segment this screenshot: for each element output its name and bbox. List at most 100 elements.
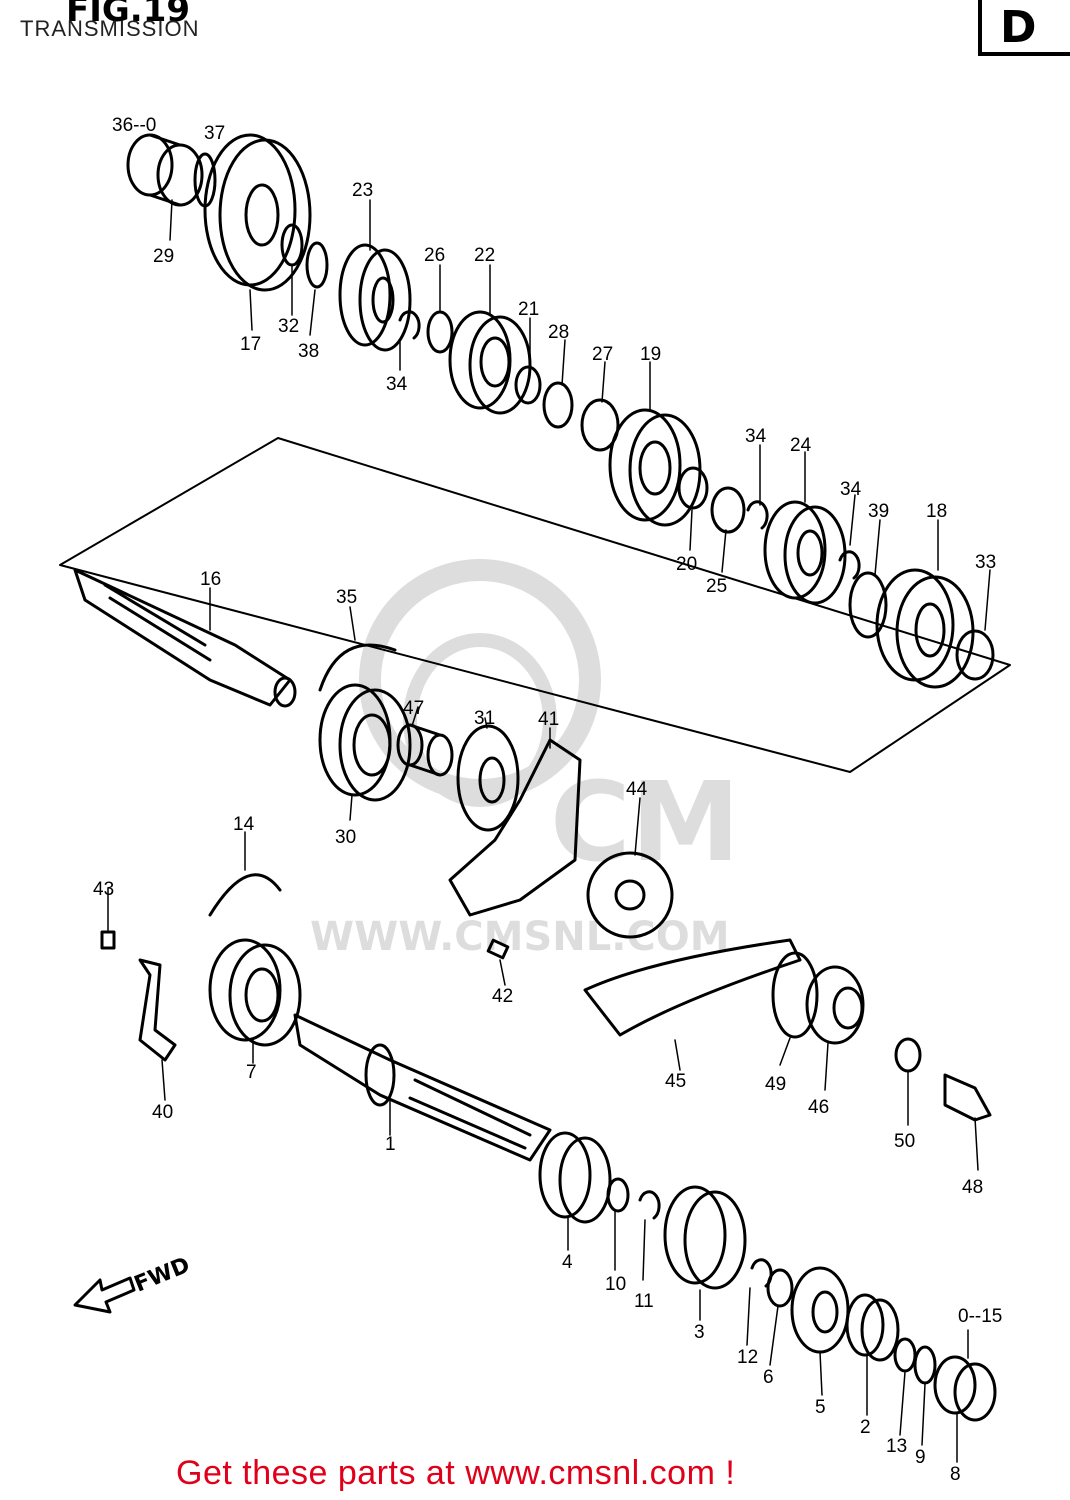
callout-20: 20 <box>676 554 697 575</box>
callout-9: 9 <box>915 1447 926 1468</box>
callout-40: 40 <box>152 1102 173 1123</box>
leader-lines <box>107 199 991 1463</box>
page-code-box: D <box>978 0 1070 56</box>
mainshaft-1 <box>293 1013 552 1162</box>
circlip-34c <box>838 550 861 580</box>
callout-35: 35 <box>336 587 357 608</box>
callout-32: 32 <box>278 316 299 337</box>
washer-39 <box>848 571 888 639</box>
washer-9 <box>913 1345 937 1385</box>
callout-27: 27 <box>592 344 613 365</box>
callout-5: 5 <box>815 1397 826 1418</box>
callout-42: 42 <box>492 986 513 1007</box>
callout-3: 3 <box>694 1322 705 1343</box>
washer-10 <box>606 1177 630 1213</box>
gear-4 <box>538 1131 612 1224</box>
callout-1: 1 <box>385 1134 396 1155</box>
callout-33: 33 <box>975 552 996 573</box>
callout-41: 41 <box>538 709 559 730</box>
bushing-21 <box>514 365 542 405</box>
callout-2: 2 <box>860 1417 871 1438</box>
countershaft-16 <box>73 568 297 708</box>
gear-23 <box>338 243 412 352</box>
callout-34: 34 <box>840 479 862 500</box>
callout-37: 37 <box>204 123 225 144</box>
stopper-40 <box>138 958 177 1062</box>
cmsnl-parts-link[interactable]: Get these parts at www.cmsnl.com ! <box>176 1454 736 1492</box>
assembly-frame <box>59 437 1011 773</box>
callout-25: 25 <box>706 576 727 597</box>
callout-45: 45 <box>665 1071 686 1092</box>
watermark-url: WWW.CMSNL.COM <box>310 914 730 960</box>
callout-46: 46 <box>808 1097 829 1118</box>
callout-47: 47 <box>403 698 424 719</box>
bearing-33 <box>955 629 995 681</box>
callout-8: 8 <box>950 1464 961 1485</box>
washer-27 <box>580 398 620 452</box>
bearing-7 <box>208 938 302 1047</box>
callout-34: 34 <box>386 374 408 395</box>
plug-48 <box>943 1073 992 1122</box>
nut-46 <box>805 965 865 1045</box>
figure-label: FIG.19 <box>66 0 191 30</box>
circlip-34a <box>398 310 421 340</box>
callout-36: 36--0 <box>112 115 156 136</box>
callout-4: 4 <box>562 1252 573 1273</box>
collar-47 <box>396 723 454 777</box>
callout-48: 48 <box>962 1177 983 1198</box>
bearing-36 <box>126 133 204 207</box>
callout-39: 39 <box>868 501 889 522</box>
circlip-14 <box>208 873 282 917</box>
oil-seal-31 <box>456 724 520 832</box>
callout-23: 23 <box>352 180 373 201</box>
callout-22: 22 <box>474 245 495 266</box>
callout-31: 31 <box>474 708 495 729</box>
callout-14: 14 <box>233 814 255 835</box>
callout-18: 18 <box>926 501 947 522</box>
washer-25 <box>710 486 746 534</box>
callout-44: 44 <box>626 779 648 800</box>
callout-15: 0--15 <box>958 1306 1002 1327</box>
callout-49: 49 <box>765 1074 786 1095</box>
gear-3 <box>663 1185 747 1290</box>
circlip-35 <box>318 643 397 692</box>
callout-38: 38 <box>298 341 319 362</box>
callout-34: 34 <box>745 426 767 447</box>
gear-24 <box>763 500 847 605</box>
washer-49 <box>771 951 819 1039</box>
callout-19: 19 <box>640 344 661 365</box>
callout-17: 17 <box>240 334 261 355</box>
watermark-brand: CMS <box>550 758 740 886</box>
callout-29: 29 <box>153 246 174 267</box>
circlip-11 <box>638 1190 661 1220</box>
bearing-8 <box>933 1355 997 1422</box>
washer-6 <box>766 1268 794 1308</box>
gear-17 <box>203 133 312 292</box>
cms-watermark-logo: CMS WWW.CMSNL.COM <box>310 559 740 960</box>
callout-50: 50 <box>894 1131 915 1152</box>
callout-6: 6 <box>763 1367 774 1388</box>
callout-13: 13 <box>886 1436 907 1457</box>
fwd-label: FWD <box>131 1253 194 1298</box>
page-title: TRANSMISSION <box>20 16 200 41</box>
washer-13 <box>893 1337 917 1373</box>
gear-5 <box>790 1266 850 1354</box>
bolt-42 <box>486 938 510 960</box>
washer-50 <box>894 1037 922 1073</box>
chain-45 <box>583 938 802 1037</box>
washer-26 <box>426 310 454 354</box>
callout-28: 28 <box>548 322 569 343</box>
bolt-43 <box>100 930 116 950</box>
callout-labels: 36--0 37 29 17 32 38 23 34 26 22 21 28 2… <box>93 115 1002 1485</box>
circlip-34b <box>746 500 769 530</box>
callout-30: 30 <box>335 827 356 848</box>
callout-43: 43 <box>93 879 114 900</box>
bushing-20 <box>677 466 709 510</box>
callout-11: 11 <box>634 1291 654 1312</box>
gear-2 <box>845 1293 900 1362</box>
callout-12: 12 <box>737 1347 758 1368</box>
callout-16: 16 <box>200 569 221 590</box>
washer-28 <box>542 381 574 429</box>
callout-26: 26 <box>424 245 445 266</box>
